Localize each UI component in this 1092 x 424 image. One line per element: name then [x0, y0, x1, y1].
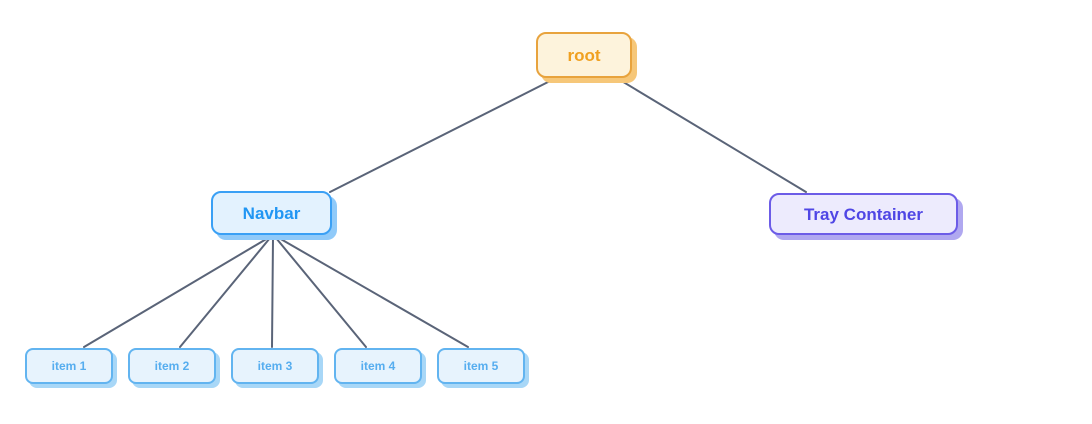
node-label-item1: item 1 [51, 359, 87, 373]
edge-root-to-tray [619, 79, 807, 193]
node-root[interactable]: root [536, 32, 632, 78]
edge-navbar-to-item2 [179, 237, 271, 348]
node-label-navbar: Navbar [242, 203, 301, 223]
node-label-root: root [567, 45, 601, 65]
node-item1[interactable]: item 1 [25, 348, 113, 384]
edge-navbar-to-item5 [278, 237, 469, 348]
node-item2[interactable]: item 2 [128, 348, 216, 384]
edge-navbar-to-item1 [83, 237, 269, 348]
node-label-item4: item 4 [360, 359, 396, 373]
node-label-item2: item 2 [154, 359, 190, 373]
edge-navbar-to-item4 [275, 237, 367, 348]
node-navbar[interactable]: Navbar [211, 191, 332, 235]
edge-root-to-navbar [329, 79, 553, 193]
node-label-item5: item 5 [463, 359, 499, 373]
node-item3[interactable]: item 3 [231, 348, 319, 384]
node-label-tray: Tray Container [803, 204, 924, 224]
node-tray[interactable]: Tray Container [769, 193, 958, 235]
edge-navbar-to-item3 [271, 237, 274, 348]
node-item4[interactable]: item 4 [334, 348, 422, 384]
node-item5[interactable]: item 5 [437, 348, 525, 384]
node-label-item3: item 3 [257, 359, 293, 373]
